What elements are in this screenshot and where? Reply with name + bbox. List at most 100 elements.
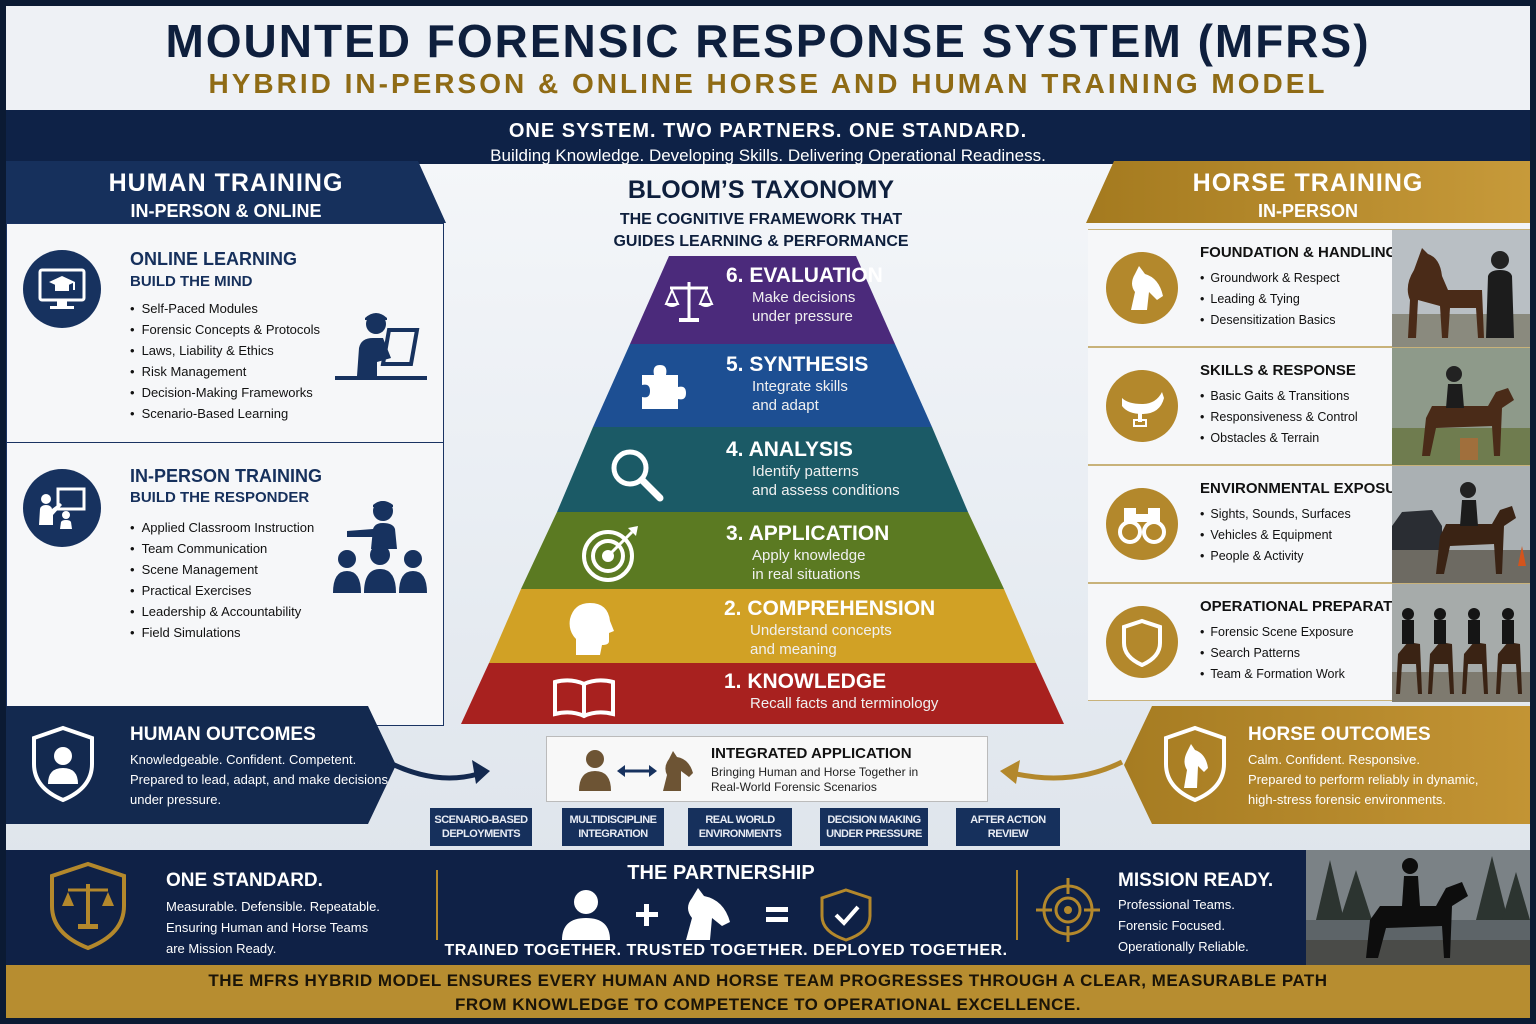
human-training-subtitle: IN-PERSON & ONLINE [130,201,322,221]
level-application: 3. APPLICATION Apply knowledge in real s… [726,522,890,583]
pyramid-level-2 [489,589,1036,663]
horse-training-title: HORSE TRAINING [1192,169,1424,197]
list-item: People & Activity [1200,546,1351,567]
scales-shield-icon [50,861,126,951]
list-item: Team Communication [130,538,314,559]
integrated-application-box: INTEGRATED APPLICATION Bringing Human an… [546,736,988,802]
footer-band: ONE STANDARD. Measurable. Defensible. Re… [6,850,1530,965]
bottom-statement: THE MFRS HYBRID MODEL ENSURES EVERY HUMA… [6,965,1530,1018]
binoculars-icon [1106,488,1178,560]
horse-section-operational: OPERATIONAL PREPARATION Forensic Scene E… [1088,583,1530,702]
horse-section-foundation: FOUNDATION & HANDLING Groundwork & Respe… [1088,229,1530,348]
person-laptop-icon [335,313,427,380]
horse-vehicle-photo [1392,466,1530,584]
list-item: Scenario-Based Learning [130,403,320,424]
level-knowledge: 1. KNOWLEDGE Recall facts and terminolog… [724,670,939,712]
horse-formation-photo [1392,584,1530,702]
horse-outcomes-title: HORSE OUTCOMES [1248,724,1431,745]
in-person-training-list: Applied Classroom Instruction Team Commu… [130,517,315,643]
monitor-graduation-icon [23,250,101,328]
human-training-header: HUMAN TRAINING IN-PERSON & ONLINE [6,161,446,223]
horse-head-icon [1106,252,1178,324]
partnership-equation [562,888,872,942]
horse-outcomes-panel: HORSE OUTCOMES Calm. Confident. Responsi… [1124,706,1530,824]
human-training-title: HUMAN TRAINING [108,169,344,197]
infographic: MOUNTED FORENSIC RESPONSE SYSTEM (MFRS) … [6,6,1530,1018]
list-item: Groundwork & Respect [1200,268,1339,289]
list-item: Laws, Liability & Ethics [130,340,320,361]
list-item: Leadership & Accountability [130,601,314,622]
list-item: Vehicles & Equipment [1200,525,1351,546]
list-item: Team & Formation Work [1200,664,1354,685]
horse-head-icon [686,888,730,940]
horse-training-header: HORSE TRAINING IN-PERSON [1086,161,1530,223]
integrated-text: Bringing Human and Horse Together in Rea… [711,765,919,794]
integrated-title: INTEGRATED APPLICATION [711,745,912,762]
shield-icon [1106,606,1178,678]
horse-shield-icon [1164,725,1226,803]
level-comprehension: 2. COMPREHENSION Understand concepts and… [724,597,936,658]
crosshair-icon [1036,878,1100,942]
horse-handling-photo [1392,230,1530,348]
human-horse-link-icon [579,750,693,791]
bloom-title: BLOOM’S TAXONOMY [627,176,895,204]
instructor-board-icon [23,469,101,547]
list-item: Scene Management [130,559,314,580]
rider-silhouette-photo [1306,850,1530,965]
level-analysis: 4. ANALYSIS Identify patterns and assess… [726,438,900,499]
person-icon [562,890,610,940]
mission-ready-title: MISSION READY. [1118,870,1274,891]
person-shield-icon [32,725,94,803]
check-shield-icon [820,888,872,942]
horse-outcomes-text: Calm. Confident. Responsive. Prepared to… [1248,752,1479,807]
list-item: Forensic Scene Exposure [1200,622,1353,643]
divider [1016,870,1018,940]
online-learning-title: ONLINE LEARNING [130,249,298,269]
partnership-tagline: TRAINED TOGETHER. TRUSTED TOGETHER. DEPL… [444,942,1008,959]
list-item: Search Patterns [1200,643,1354,664]
divider [436,870,438,940]
list-item: Forensic Concepts & Protocols [130,319,320,340]
horse-section-environment: ENVIRONMENTAL EXPOSURE Sights, Sounds, S… [1088,465,1530,584]
horse-section-skills: SKILLS & RESPONSE Basic Gaits & Transiti… [1088,347,1530,466]
horse-rider-photo [1392,348,1530,466]
in-person-training-title: IN-PERSON TRAINING [130,466,323,486]
pyramid-level-4 [557,427,968,512]
human-outcomes-title: HUMAN OUTCOMES [130,724,316,745]
one-standard-text: Measurable. Defensible. Repeatable. Ensu… [166,899,380,956]
horse-training-subtitle: IN-PERSON [1257,201,1358,221]
scales-icon [664,282,714,322]
one-standard-title: ONE STANDARD. [166,870,323,891]
list-item: Risk Management [130,361,320,382]
partnership-title: THE PARTNERSHIP [627,862,815,884]
in-person-training-card: IN-PERSON TRAINING BUILD THE RESPONDER A… [6,442,444,726]
saddle-icon [1106,370,1178,442]
head-icon [569,603,614,655]
magnifier-icon [611,449,664,502]
list-item: Field Simulations [130,622,314,643]
tagline-sub: Building Knowledge. Developing Skills. D… [490,146,1046,165]
list-item: Practical Exercises [130,580,314,601]
book-icon [553,678,615,719]
page-title: MOUNTED FORENSIC RESPONSE SYSTEM (MFRS) [165,15,1371,67]
mission-ready-text: Professional Teams. Forensic Focused. Op… [1118,897,1249,954]
in-person-training-subtitle: BUILD THE RESPONDER [130,489,310,506]
list-item: Responsiveness & Control [1200,407,1357,428]
bottom-line-2: FROM KNOWLEDGE TO COMPETENCE TO OPERATIO… [455,995,1081,1014]
bloom-subtitle: THE COGNITIVE FRAMEWORK THAT GUIDES LEAR… [613,211,909,250]
arrow-right-icon [386,759,490,784]
puzzle-icon [642,365,686,409]
list-item: Desensitization Basics [1200,310,1340,331]
level-evaluation: 6. EVALUATION Make decisions under press… [726,264,883,325]
list-item: Applied Classroom Instruction [130,517,315,538]
list-item: Basic Gaits & Transitions [1200,386,1358,407]
plus-icon [636,904,658,926]
list-item: Obstacles & Terrain [1200,428,1358,449]
level-synthesis: 5. SYNTHESIS Integrate skills and adapt [726,353,869,414]
list-item: Decision-Making Frameworks [130,382,320,403]
tagline-bar: ONE SYSTEM. TWO PARTNERS. ONE STANDARD. … [6,110,1530,165]
list-item: Self-Paced Modules [130,298,320,319]
